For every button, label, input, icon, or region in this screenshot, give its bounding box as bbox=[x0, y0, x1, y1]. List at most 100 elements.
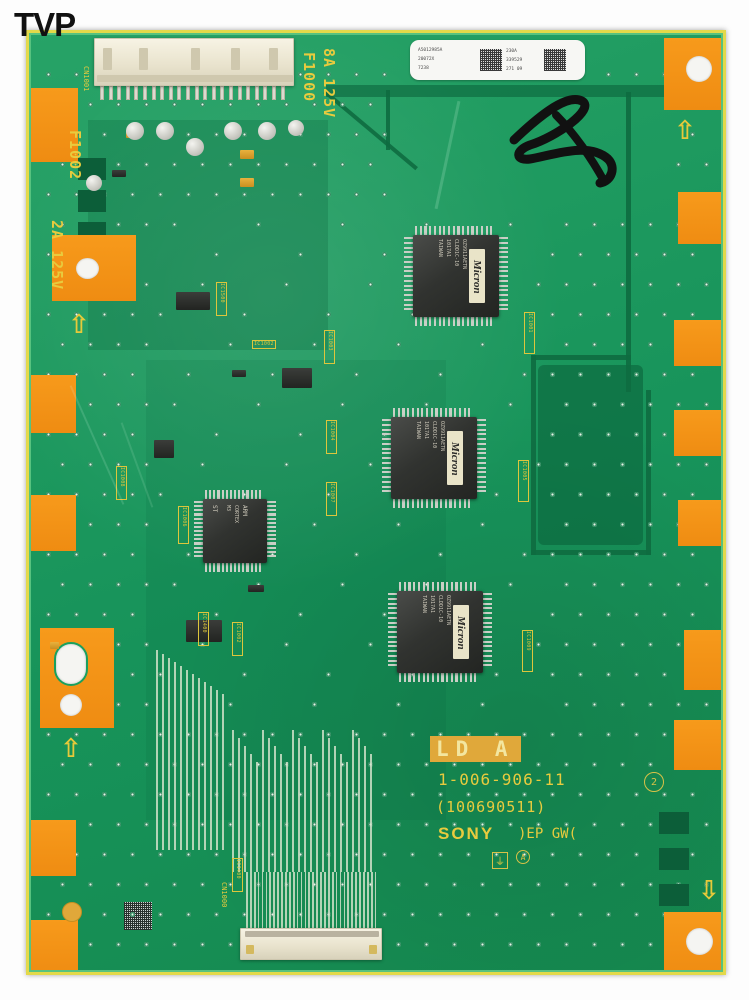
ffc-trace bbox=[328, 738, 330, 872]
via bbox=[200, 942, 205, 947]
ic-lead bbox=[393, 498, 396, 508]
ic-lead bbox=[416, 408, 419, 418]
connector-slot-3 bbox=[191, 48, 200, 70]
via bbox=[536, 822, 541, 827]
via bbox=[648, 282, 653, 287]
smd-cap-7 bbox=[86, 175, 102, 191]
ic-lead bbox=[382, 428, 392, 431]
revision-number: 2 bbox=[650, 776, 658, 788]
ic-lead bbox=[217, 562, 220, 572]
ic-lead bbox=[476, 442, 486, 445]
via bbox=[578, 312, 583, 317]
via bbox=[382, 732, 387, 737]
ic-lead bbox=[419, 316, 422, 326]
orientation-arrow-right-bottom: ⇩ bbox=[698, 876, 720, 906]
via bbox=[214, 252, 219, 257]
via bbox=[270, 792, 275, 797]
via bbox=[326, 72, 331, 77]
via bbox=[242, 732, 247, 737]
via bbox=[130, 612, 135, 617]
mounting-hole-left-2 bbox=[76, 258, 99, 279]
ic-lead bbox=[476, 476, 486, 479]
via bbox=[690, 852, 695, 857]
via bbox=[116, 822, 121, 827]
ic-lead bbox=[388, 659, 398, 662]
ic-lead bbox=[388, 597, 398, 600]
via bbox=[410, 852, 415, 857]
via bbox=[494, 732, 499, 737]
via bbox=[186, 912, 191, 917]
ic-micron-1-text2: CLDD1C-10 bbox=[453, 239, 459, 267]
edge-pad-right-2 bbox=[678, 192, 726, 244]
ic-lead bbox=[455, 672, 458, 682]
ic-lead bbox=[382, 457, 392, 460]
connector-pin bbox=[254, 86, 259, 100]
smd-soic-4 bbox=[186, 620, 222, 642]
via bbox=[340, 822, 345, 827]
ic-lead bbox=[254, 490, 257, 500]
via bbox=[396, 702, 401, 707]
via bbox=[200, 822, 205, 827]
ic-lead bbox=[471, 316, 474, 326]
ic-lead bbox=[388, 621, 398, 624]
ic-lead bbox=[194, 538, 204, 541]
edge-pad-left-4 bbox=[26, 495, 76, 551]
via bbox=[130, 912, 135, 917]
via bbox=[312, 762, 317, 767]
ic-micron-2-logo: Micron bbox=[447, 431, 463, 485]
via bbox=[662, 432, 667, 437]
connector-cn1001[interactable] bbox=[94, 38, 294, 86]
ic-lead bbox=[430, 498, 433, 508]
via bbox=[186, 192, 191, 197]
ic-lead bbox=[480, 316, 484, 326]
silk-board-name: LD A bbox=[430, 736, 521, 762]
via bbox=[144, 522, 149, 527]
ic-lead bbox=[194, 554, 204, 558]
via bbox=[116, 222, 121, 227]
ic-lead bbox=[404, 256, 414, 259]
via bbox=[186, 132, 191, 137]
ffc-trace bbox=[312, 872, 315, 930]
ffc-trace bbox=[250, 754, 252, 872]
ic-lead bbox=[266, 538, 276, 541]
edge-pad-right-4 bbox=[674, 410, 726, 456]
ic-lead bbox=[469, 672, 472, 682]
sticker-line-1: A5012985A bbox=[418, 48, 443, 53]
via bbox=[564, 582, 569, 587]
via bbox=[634, 612, 639, 617]
via bbox=[522, 792, 527, 797]
ic-lead bbox=[194, 546, 204, 549]
via bbox=[88, 942, 93, 947]
via bbox=[214, 132, 219, 137]
ic-mcu-body: ARM CORTEX M3 ST bbox=[203, 499, 267, 563]
ic-lead bbox=[431, 582, 435, 592]
ic-lead bbox=[435, 408, 438, 418]
via bbox=[172, 402, 177, 407]
via bbox=[564, 402, 569, 407]
via bbox=[508, 762, 513, 767]
via bbox=[172, 942, 177, 947]
via bbox=[88, 582, 93, 587]
ic-lead bbox=[498, 303, 508, 306]
ic-lead bbox=[482, 659, 492, 662]
via bbox=[648, 582, 653, 587]
ic-lead bbox=[482, 645, 492, 648]
ic-micron-3-logo: Micron bbox=[453, 605, 469, 659]
via bbox=[690, 792, 695, 797]
edge-pad-right-3 bbox=[674, 320, 726, 366]
via bbox=[284, 462, 289, 467]
connector-cn1000[interactable] bbox=[240, 928, 382, 960]
via bbox=[242, 492, 247, 497]
ic-lead bbox=[476, 461, 486, 464]
via bbox=[606, 792, 611, 797]
bus-trace bbox=[174, 662, 176, 850]
via bbox=[704, 162, 709, 167]
via bbox=[270, 912, 275, 917]
via bbox=[256, 762, 261, 767]
ic-micron-3-text2: CLDD1C-10 bbox=[437, 595, 443, 623]
trace-outline-top bbox=[386, 90, 390, 150]
via bbox=[410, 732, 415, 737]
via bbox=[606, 612, 611, 617]
connector-pin bbox=[186, 86, 190, 100]
ffc-trace bbox=[274, 746, 276, 872]
